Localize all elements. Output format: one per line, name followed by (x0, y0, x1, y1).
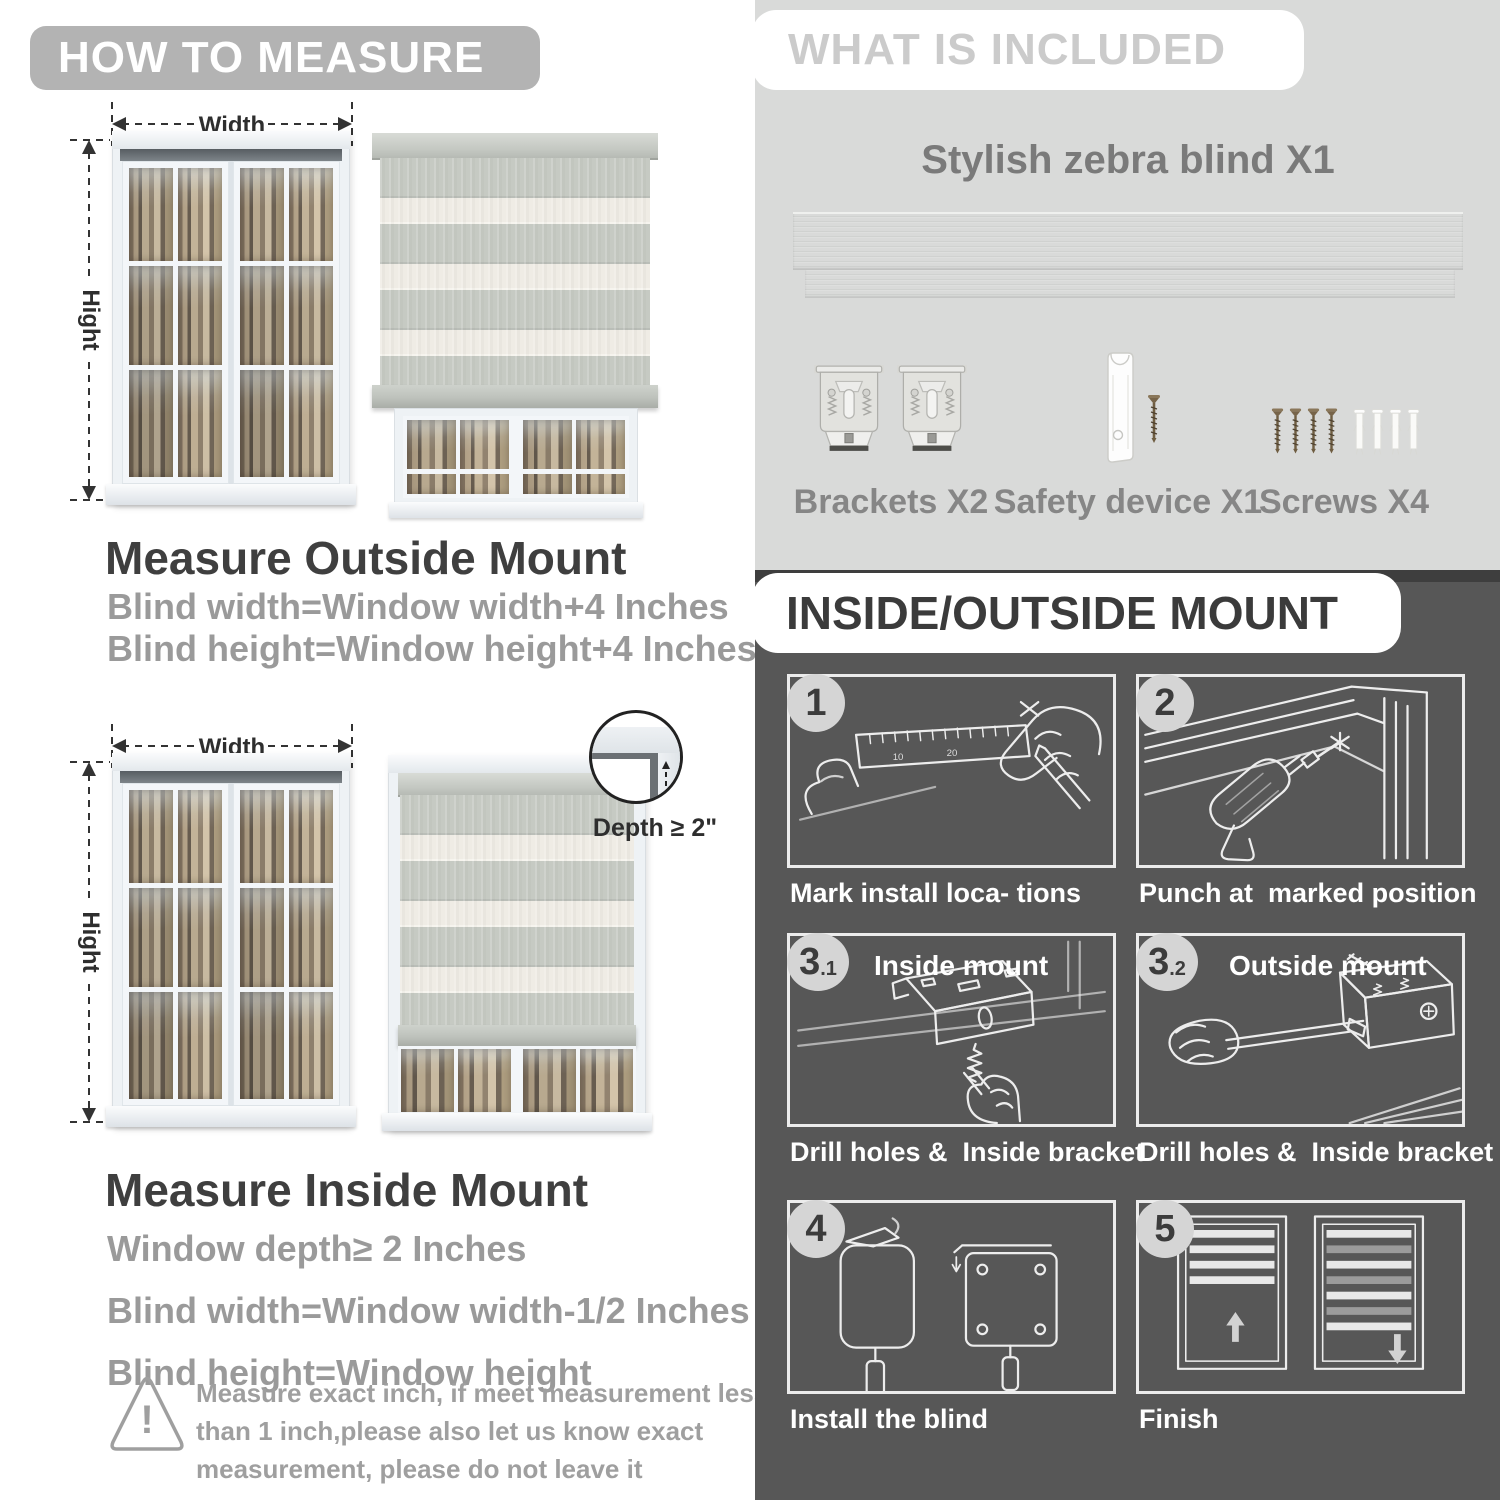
bracket-icon-1 (814, 365, 884, 451)
window-recess (120, 149, 342, 161)
step-1-caption: Mark install loca- tions (790, 878, 1082, 908)
inside-mount-line2: Blind width=Window width-1/2 Inches (107, 1290, 750, 1331)
window-illustration-outside (106, 131, 356, 505)
step-5-badge: 5 (1136, 1200, 1194, 1258)
height-label-outside: Hight (77, 289, 104, 351)
depth-detail-circle (589, 710, 683, 804)
step-5-caption: Finish (1139, 1404, 1219, 1434)
height-arrow-inside (70, 761, 110, 1123)
step-3-2-caption: Drill holes & Inside bracket (1139, 1137, 1494, 1167)
window-with-inside-blind (382, 755, 652, 1131)
height-label-inside: Hight (77, 911, 104, 973)
inside-mount-line1: Window depth≥ 2 Inches (107, 1228, 527, 1269)
window-sashes (122, 161, 340, 484)
window-illustration-inside (106, 753, 356, 1127)
step-3-1-title: Inside mount (874, 950, 1049, 981)
warning-exclamation: ! (140, 1398, 154, 1442)
step-3-1-box: 3.1 Inside mount (787, 933, 1116, 1127)
brackets-label: Brackets X2 (793, 483, 989, 521)
height-arrow-outside (70, 139, 110, 501)
outside-mount-line2: Blind height=Window height+4 Inches (107, 628, 757, 669)
anchors-icons (1352, 407, 1426, 457)
step-3-2-box: 3.2 Outside mount (1136, 933, 1465, 1127)
safety-device-icon (1107, 352, 1134, 463)
bracket-icon-2 (897, 365, 967, 451)
step-4-box: 4 (787, 1200, 1116, 1399)
warning-text-line2: than 1 inch,please also let us know exac… (196, 1416, 704, 1446)
step-2-box: 2 (1136, 674, 1465, 868)
warning-text-line3: measurement, please do not leave it (196, 1454, 643, 1484)
step-3-2-title: Outside mount (1229, 950, 1427, 981)
step-1-badge: 1 (787, 674, 845, 732)
inside-mount-heading: Measure Inside Mount (105, 1164, 589, 1216)
zebra-blind-outside (372, 133, 658, 518)
safety-screw-icon (1148, 395, 1160, 443)
width-arrow-outside (111, 102, 353, 146)
mount-header: INSIDE/OUTSIDE MOUNT (752, 573, 1401, 653)
warning-text-line1: Measure exact inch, if meet measurement … (196, 1378, 769, 1408)
depth-label: Depth ≥ 2" (592, 814, 718, 842)
step-2-badge: 2 (1136, 674, 1194, 732)
warning-triangle-icon (110, 1376, 184, 1451)
what-is-included-header: WHAT IS INCLUDED (752, 10, 1304, 90)
window-sill (106, 484, 356, 505)
inside-mount-line3: Blind height=Window height (107, 1352, 592, 1393)
screws-icons (1270, 405, 1344, 457)
headrail-product (793, 212, 1463, 270)
step-2-caption: Punch at marked position (1139, 878, 1477, 908)
svg-text:20: 20 (947, 748, 958, 759)
blind-cassette (372, 133, 658, 160)
zebra-blind-quantity-label: Stylish zebra blind X1 (921, 138, 1335, 182)
safety-device-label: Safety device X1 (993, 483, 1263, 521)
blind-fabric (380, 158, 650, 388)
outside-mount-line1: Blind width=Window width+4 Inches (107, 586, 729, 627)
step-3-2-badge: 3.2 (1136, 933, 1198, 991)
screws-label: Screws X4 (1258, 483, 1430, 521)
step-5-box: 5 (1136, 1200, 1465, 1394)
svg-text:10: 10 (893, 752, 904, 763)
blind-bottom-rail (372, 385, 658, 408)
step-1-box: 10 20 1 (787, 674, 1116, 868)
step-4-badge: 4 (787, 1200, 845, 1258)
how-to-measure-header: HOW TO MEASURE (30, 26, 540, 90)
what-is-included-panel (755, 0, 1500, 572)
outside-mount-heading: Measure Outside Mount (105, 532, 627, 584)
headrail-valance (805, 270, 1455, 298)
window-under-blind (389, 408, 643, 518)
step-3-1-badge: 3.1 (787, 933, 849, 991)
window-head (112, 131, 350, 149)
width-arrow-inside (111, 724, 353, 768)
step-4-caption: Install the blind (790, 1404, 989, 1434)
step-3-1-caption: Drill holes & Inside bracket (790, 1137, 1145, 1167)
